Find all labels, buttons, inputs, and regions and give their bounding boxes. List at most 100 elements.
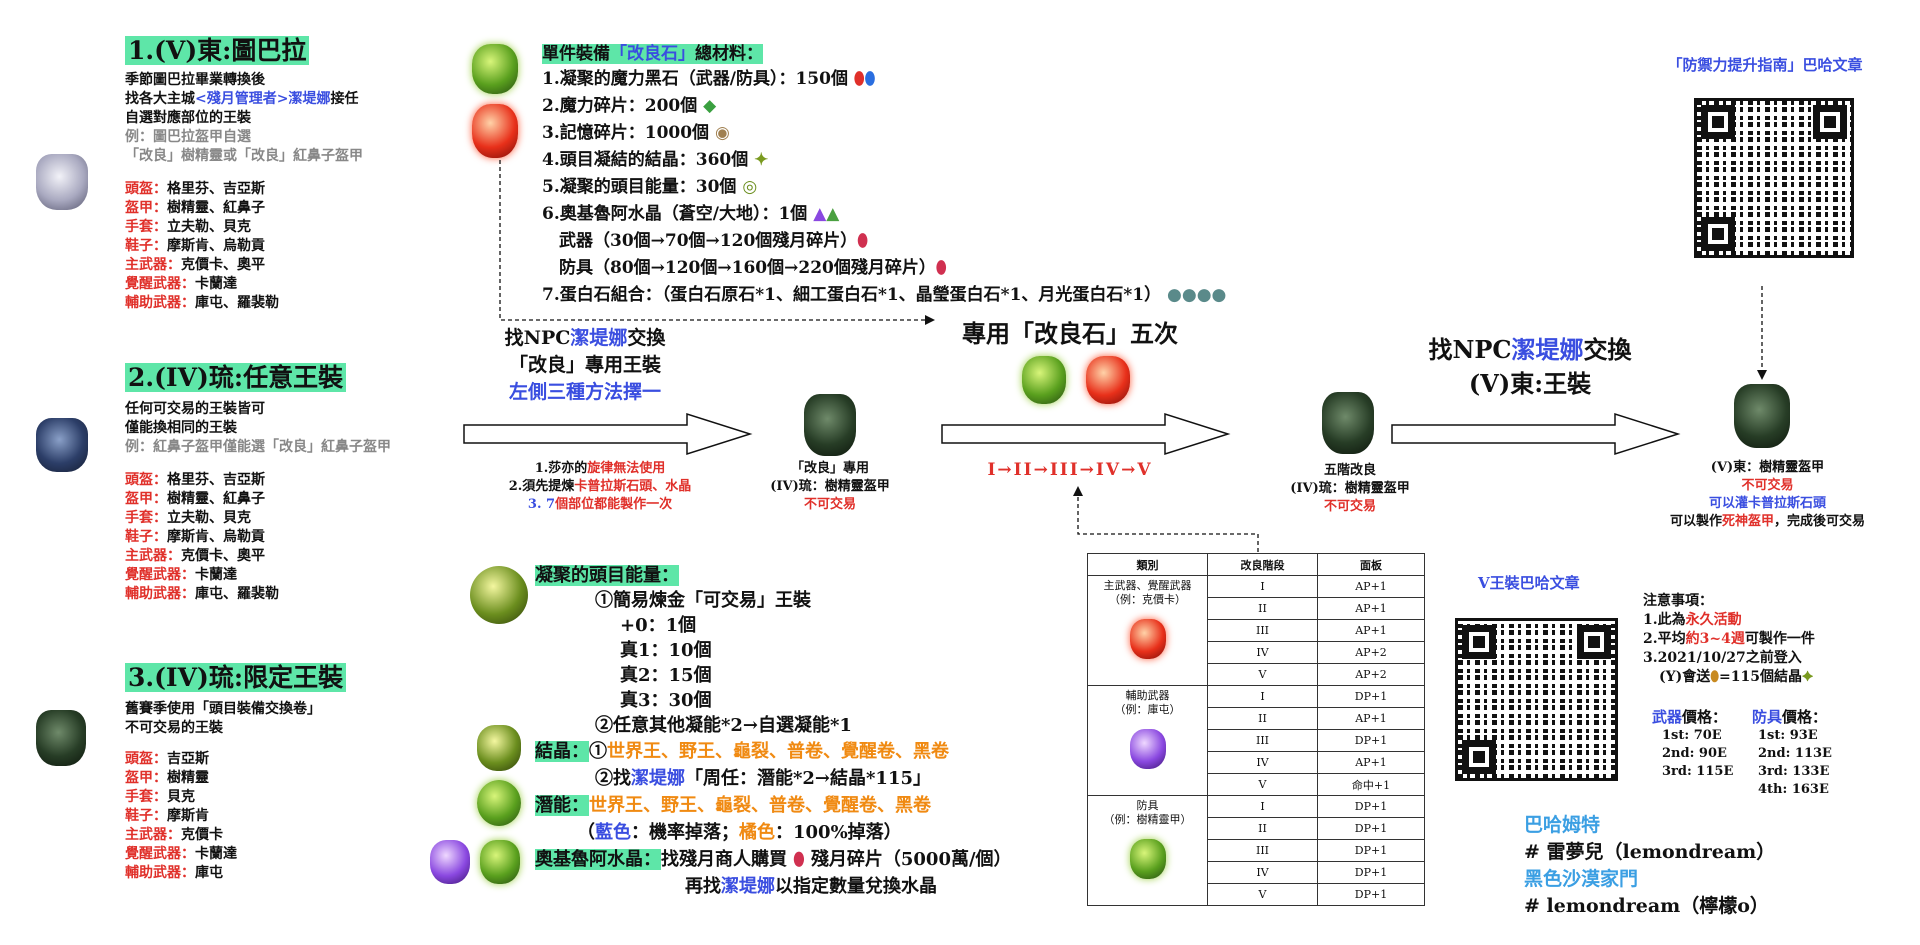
material-line-5: 5.凝聚的頭目能量：30個 ◎ [542,177,758,197]
list-item: 鞋子：摩斯肯、烏勒貢 [125,529,265,545]
moon-shard-icon: ⬮ [857,231,868,251]
dashed-arrow-qr [1757,286,1767,380]
s1-example2: 「改良」樹精靈或「改良」紅鼻子盔甲 [125,148,363,164]
qr-code-icon[interactable] [1694,98,1854,258]
energy-title: 凝聚的頭目能量： [535,565,679,586]
table-header: 面板 [1317,553,1425,576]
orkiru-line: 奧基魯阿水晶：找殘月商人購買 ⬮ 殘月碎片（5000萬/個） [535,849,1012,870]
material-line-4: 4.頭目凝結的結晶：360個 ✦ [542,150,769,170]
energy-line-4: 真2：15個 [620,665,712,686]
price-item: 2nd: 113E [1758,746,1832,761]
notice-line-4: (Y)會送⬮=115個結晶✦ [1659,669,1814,685]
flow-step1: 找NPC潔堤娜交換 「改良」專用王裝 左側三種方法擇一 [504,327,666,403]
section-2-title: 2.(IV)琉:任意王裝 [125,363,347,392]
qr-code-icon[interactable] [1455,618,1618,781]
list-item: 頭盔：吉亞斯 [125,751,209,767]
list-item: 頭盔：格里芬、吉亞斯 [125,472,265,488]
section-3: 3.(IV)琉:限定王裝 舊賽季使用「頭目裝備交換卷」 不可交易的王裝 頭盔：吉… [125,662,455,883]
tubala-armor-icon [36,154,88,210]
list-item: 輔助武器：庫屯 [125,865,223,881]
s2-intro2: 僅能換相同的王裝 [125,420,237,436]
s3-intro2: 不可交易的王裝 [125,720,223,736]
boss-energy-icon: ◎ [742,177,758,197]
s1-intro1: 季節圖巴拉畢業轉換後 [125,72,265,88]
material-line-9: 7.蛋白石組合：（蛋白石原石*1、細工蛋白石*1、晶瑩蛋白石*1、月光蛋白石*1… [542,285,1227,305]
five-stage-armor-icon [1322,392,1374,454]
table-header: 類別 [1087,553,1208,576]
materials-panel: 單件裝備「改良石」總材料： 1.凝聚的魔力黑石（武器/防具）：150個 ⬮⬮ 2… [542,42,1422,309]
list-item: 盔甲：樹精靈 [125,770,209,786]
materials-title: 單件裝備「改良石」總材料： [542,44,763,64]
green-improvement-stone-icon [472,44,518,94]
black-stone-icon: ⬮ [853,69,865,89]
memory-shard-icon: ◉ [714,123,730,143]
table-group-cell: 輔助武器（例：庫屯） [1087,685,1208,796]
notice-line-2: 2.平均約3~4週可製作一件 [1643,631,1815,647]
main-weapon-stone-icon [1129,619,1166,659]
price-item: 3rd: 133E [1758,764,1830,779]
flow-step3: 找NPC潔堤娜交換 (V)東:王裝 [1428,335,1632,398]
flow-arrow-1 [463,412,753,456]
list-item: 覺醒武器：卡蘭達 [125,276,237,292]
list-item: 主武器：克價卡 [125,827,223,843]
material-line-1: 1.凝聚的魔力黑石（武器/防具）：150個 ⬮⬮ [542,69,876,89]
flow-arrow-2 [941,412,1231,456]
energy-line-1: ①簡易煉金「可交易」王裝 [595,590,811,611]
blue-stone-icon: ⬮ [864,69,876,89]
energy-panel: 凝聚的頭目能量： ①簡易煉金「可交易」王裝 +0：1個 真1：10個 真2：15… [535,563,1095,900]
s1-intro2: 找各大主城<殘月管理者>潔堤娜接任 [125,91,359,107]
red-nose-armor-icon [36,418,88,472]
section-1: 1.(V)東:圖巴拉 季節圖巴拉畢業轉換後 找各大主城<殘月管理者>潔堤娜接任 … [125,35,455,313]
potential-line: 潛能：世界王、野王、龜裂、普卷、覺醒卷、黑卷 [535,795,931,816]
potential-icon [477,780,521,826]
section-2: 2.(IV)琉:任意王裝 任何可交易的王裝皆可 僅能換相同的王裝 例：紅鼻子盔甲… [125,362,465,604]
improvement-armor-icon [804,394,856,456]
list-item: 鞋子：摩斯肯 [125,808,209,824]
gift-icon: ⬮ [1710,669,1720,685]
list-item: 頭盔：格里芬、吉亞斯 [125,181,265,197]
flow-item1: 「改良」專用 (IV)琉：樹精靈盔甲 不可交易 [770,461,890,512]
qr1-title: 「防禦力提升指南」巴哈文章 [1667,56,1863,74]
orkiru-crystal-green-icon: ▲ [826,204,840,224]
notice-panel: 注意事項： 1.此為永久活動 2.平均約3~4週可製作一件 3.2021/10/… [1643,592,1913,687]
table-group-cell: 防具（例：樹精靈甲） [1087,795,1208,906]
energy-line-5: 真3：30個 [620,690,712,711]
list-item: 輔助武器：庫屯、羅裴勒 [125,295,279,311]
crystal-icon: ✦ [754,150,769,170]
flow-item3: (V)東：樹精靈盔甲 不可交易 可以灌卡普拉斯石頭 可以製作死神盔甲，完成後可交… [1669,460,1866,529]
credit-family: 黑色沙漠家門 [1524,868,1639,890]
dashed-arrow-materials [499,160,935,325]
material-line-7: 武器（30個→70個→120個殘月碎片）⬮ [542,231,868,251]
orkiru-line-2: 再找潔堤娜以指定數量兌換水晶 [685,876,937,897]
notice-title: 注意事項： [1643,593,1713,609]
list-item: 手套：貝克 [125,789,195,805]
s2-example1: 例：紅鼻子盔甲僅能選「改良」紅鼻子盔甲 [125,439,391,455]
opal-icons: ●●●● [1161,285,1227,305]
material-line-3: 3.記憶碎片：1000個 ◉ [542,123,730,143]
weapon-prices: 武器價格： 1st: 70E 2nd: 90E 3rd: 115E [1652,708,1752,781]
green-stone-icon [1022,356,1066,404]
armor-stone-icon [1129,839,1166,879]
orkiru-earth-icon [480,840,520,884]
section-3-title: 3.(IV)琉:限定王裝 [125,663,347,692]
s2-intro1: 任何可交易的王裝皆可 [125,401,265,417]
roman-stages: I→II→III→IV→V [987,460,1153,480]
s1-example1: 例：圖巴拉盔甲自選 [125,129,251,145]
list-item: 覺醒武器：卡蘭達 [125,846,237,862]
crystal-line-2: ②找潔堤娜「周任：潛能*2→結晶*115」 [595,768,932,789]
list-item: 鞋子：摩斯肯、烏勒貢 [125,238,265,254]
energy-line-3: 真1：10個 [620,640,712,661]
flow-step2: 專用「改良石」五次 [962,319,1178,348]
armor-prices: 防具價格： 1st: 93E 2nd: 113E 3rd: 133E 4th: … [1752,708,1862,799]
crystal-line: 結晶：①世界王、野王、龜裂、普卷、覺醒卷、黑卷 [535,741,949,762]
s3-intro1: 舊賽季使用「頭目裝備交換卷」 [125,701,321,717]
